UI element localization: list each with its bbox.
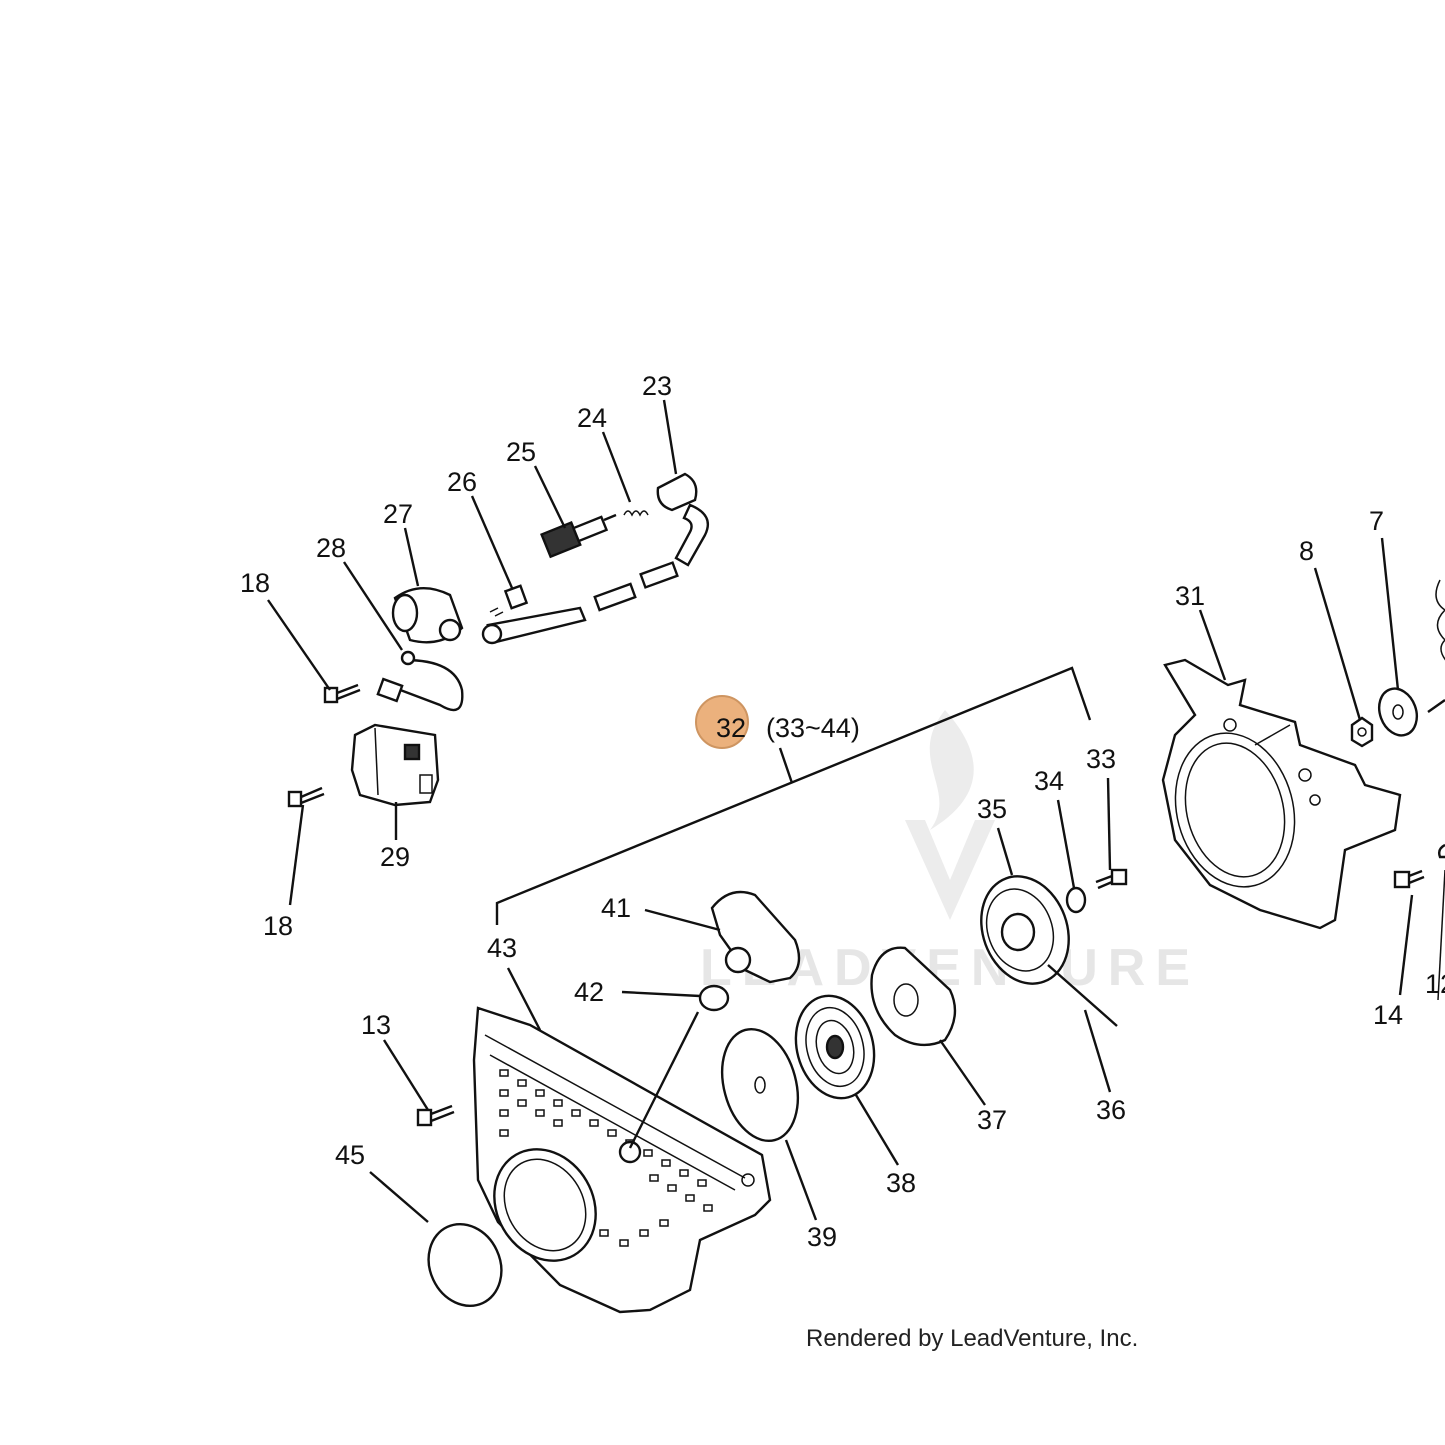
callout-18-lower[interactable]: 18 xyxy=(263,911,293,941)
part-37-plate xyxy=(870,946,957,1047)
ht-lead xyxy=(481,561,679,645)
callout-23[interactable]: 23 xyxy=(642,371,672,401)
part-33-screw xyxy=(1095,868,1128,890)
part-29-module xyxy=(350,723,440,807)
part-28-wire xyxy=(394,658,464,712)
watermark-flame-icon xyxy=(929,710,974,830)
part-34-washer xyxy=(1065,886,1087,914)
callout-27[interactable]: 27 xyxy=(383,499,413,529)
ignition-parts xyxy=(287,472,710,808)
callout-32-range: (33~44) xyxy=(766,713,860,743)
part-42-grommet xyxy=(698,984,730,1012)
callout-31[interactable]: 31 xyxy=(1175,581,1205,611)
callout-13[interactable]: 13 xyxy=(361,1010,391,1040)
callout-43[interactable]: 43 xyxy=(487,933,517,963)
part-45-gasket xyxy=(427,1222,503,1308)
callout-35[interactable]: 35 xyxy=(977,794,1007,824)
credit-text: Rendered by LeadVenture, Inc. xyxy=(806,1325,1138,1352)
callout-24[interactable]: 24 xyxy=(577,403,607,433)
part-27-ignition-coil xyxy=(391,587,464,644)
callout-37[interactable]: 37 xyxy=(977,1105,1007,1135)
leader-lines xyxy=(267,399,1414,1223)
starter-parts xyxy=(416,868,1128,1314)
callout-42[interactable]: 42 xyxy=(574,977,604,1007)
callout-36[interactable]: 36 xyxy=(1096,1095,1126,1125)
callout-25[interactable]: 25 xyxy=(506,437,536,467)
part-13-screw xyxy=(416,1104,455,1127)
housing-parts xyxy=(1161,579,1445,1001)
part-39-disc xyxy=(721,1027,799,1143)
part-43-starter-cover xyxy=(472,1006,772,1314)
part-14-screw xyxy=(1393,869,1425,889)
callout-39[interactable]: 39 xyxy=(807,1222,837,1252)
part-35-pulley xyxy=(980,875,1070,985)
callout-33[interactable]: 33 xyxy=(1086,744,1116,774)
callout-28[interactable]: 28 xyxy=(316,533,346,563)
part-36-rope xyxy=(1047,964,1118,1027)
callout-8[interactable]: 8 xyxy=(1299,536,1314,566)
callout-labels: 23 24 25 26 27 28 18 18 29 32 (33~44) 31… xyxy=(240,371,1445,1252)
callout-12[interactable]: 12 xyxy=(1425,969,1445,999)
callout-14[interactable]: 14 xyxy=(1373,1000,1403,1030)
part-18-screw-lower xyxy=(287,786,325,808)
callout-7[interactable]: 7 xyxy=(1369,506,1384,536)
part-26-connector xyxy=(503,584,529,610)
part-18-screw-upper xyxy=(323,683,361,704)
part-25-spark-plug xyxy=(540,513,617,559)
callout-32[interactable]: 32 xyxy=(716,713,746,743)
part-31-fan-housing xyxy=(1161,658,1402,930)
part-23-plug-cap xyxy=(656,472,698,512)
part-32-highlight[interactable] xyxy=(695,695,749,749)
callout-38[interactable]: 38 xyxy=(886,1168,916,1198)
callout-34[interactable]: 34 xyxy=(1034,766,1064,796)
group-32-bracket xyxy=(495,666,1092,925)
part-24-spring xyxy=(623,510,649,517)
callout-45[interactable]: 45 xyxy=(335,1140,365,1170)
part-8-nut xyxy=(1350,716,1374,748)
callout-41[interactable]: 41 xyxy=(601,893,631,923)
part-7-washer xyxy=(1377,687,1419,737)
part-41-starter-handle xyxy=(710,890,801,984)
callout-29[interactable]: 29 xyxy=(380,842,410,872)
callout-18-upper[interactable]: 18 xyxy=(240,568,270,598)
watermark-logo-icon xyxy=(905,820,995,920)
part-38-recoil-spring xyxy=(794,994,876,1100)
callout-26[interactable]: 26 xyxy=(447,467,477,497)
